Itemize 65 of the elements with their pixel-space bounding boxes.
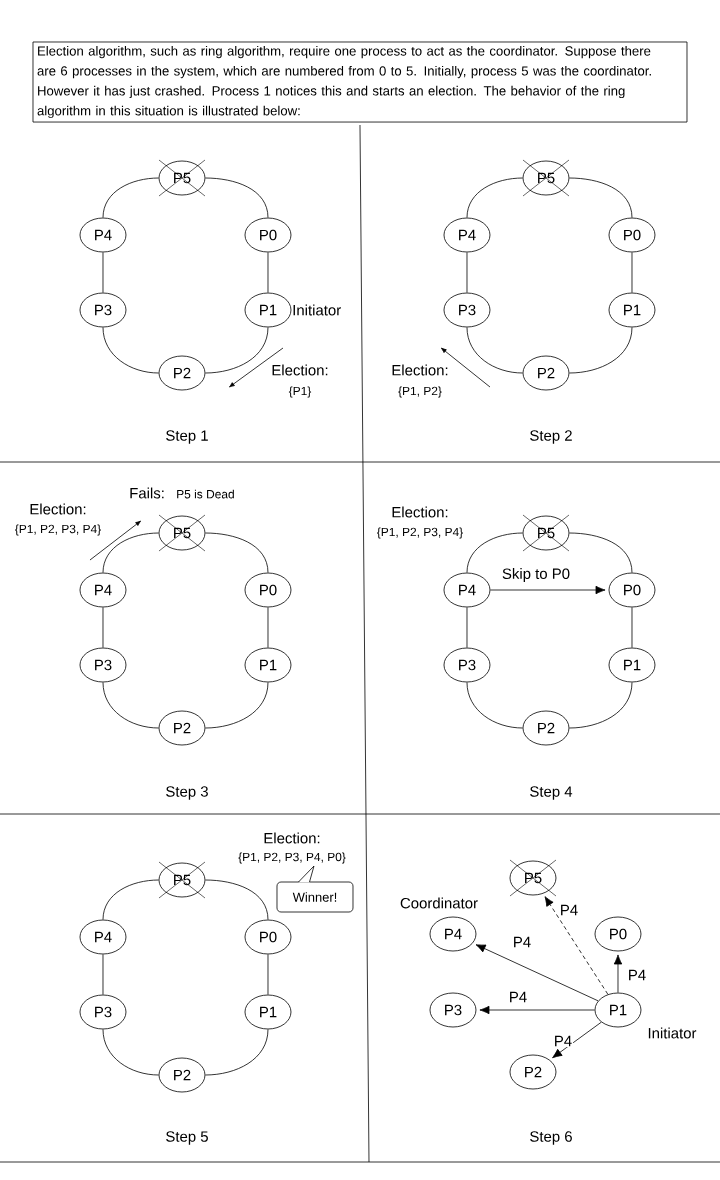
ring-line xyxy=(102,327,159,374)
ring-line xyxy=(631,607,633,648)
ring-line xyxy=(466,252,468,293)
ring-line xyxy=(102,954,104,995)
message-label: Election: xyxy=(392,506,448,518)
edge-label: P4 xyxy=(507,990,529,1004)
ring-line xyxy=(466,607,468,648)
step-caption: Step 1 xyxy=(166,430,208,444)
message-label: {P1} xyxy=(288,386,312,398)
ring-line xyxy=(102,177,159,218)
arrow xyxy=(544,896,609,995)
message-label: Election: xyxy=(392,364,448,376)
ring-line xyxy=(102,607,104,648)
edge-label: P4 xyxy=(558,903,580,917)
arrow xyxy=(479,1005,595,1015)
message-label: {P1, P2, P3, P4} xyxy=(377,527,463,539)
ring-line xyxy=(569,177,633,218)
ring-line xyxy=(102,252,104,293)
status-label: P5 is Dead xyxy=(177,489,234,499)
ring-line xyxy=(631,252,633,293)
ring-line xyxy=(205,879,269,920)
ring-line xyxy=(102,879,159,920)
arrow xyxy=(552,1021,602,1059)
message-label: {P1, P2, P3, P4, P0} xyxy=(238,852,346,864)
arrow xyxy=(613,954,623,993)
arrow xyxy=(490,585,606,595)
message-label: Election: xyxy=(30,503,86,515)
edge-label: Skip to P0 xyxy=(500,567,572,583)
ring-line xyxy=(267,252,269,293)
node-caption: Initiator xyxy=(648,1027,697,1039)
ring-line xyxy=(205,532,269,573)
node-caption: Initiator xyxy=(293,304,341,316)
ring-line xyxy=(569,327,633,374)
ring-line xyxy=(102,682,159,729)
ring-line xyxy=(569,682,633,729)
ring-line xyxy=(466,327,523,374)
ring-line xyxy=(102,532,159,573)
ring-line xyxy=(205,177,269,218)
ring-line xyxy=(267,954,269,995)
step-caption: Step 3 xyxy=(166,786,208,800)
node-caption: Coordinator xyxy=(400,897,478,909)
message-label: Election: xyxy=(272,364,328,376)
speech-bubble: Winner! xyxy=(276,865,354,913)
step-caption: Step 6 xyxy=(530,1131,572,1145)
ring-line xyxy=(205,1029,269,1076)
arrow xyxy=(475,944,599,1002)
message-label: {P1, P2} xyxy=(398,386,442,398)
ring-line xyxy=(466,177,523,218)
status-label: Fails: xyxy=(130,487,164,499)
step-caption: Step 4 xyxy=(530,786,573,800)
message-label: {P1, P2, P3, P4} xyxy=(15,524,101,536)
ring-line xyxy=(466,682,523,729)
step-caption: Step 5 xyxy=(166,1131,208,1145)
ring-line xyxy=(205,327,269,374)
message-label: Election: xyxy=(264,832,320,844)
edge-label: P4 xyxy=(552,1034,574,1048)
edge-label: P4 xyxy=(626,968,648,982)
ring-line xyxy=(102,1029,159,1076)
edge-label: P4 xyxy=(511,935,533,949)
step-caption: Step 2 xyxy=(530,430,572,444)
ring-line xyxy=(466,532,523,573)
ring-line xyxy=(267,607,269,648)
description-box: Election algorithm, such as ring algorithm, require one process to act as the coordinator. Suppose there are 6 processes in the system, which are numbered from 0 to 5. Initially, process 5 was the coordinator. However it has just crashed. Process 1 notices this and starts an election. The behavior of the ring algorithm in this situation is illustrated below: xyxy=(32,41,688,123)
ring-line xyxy=(205,682,269,729)
ring-line xyxy=(569,532,633,573)
